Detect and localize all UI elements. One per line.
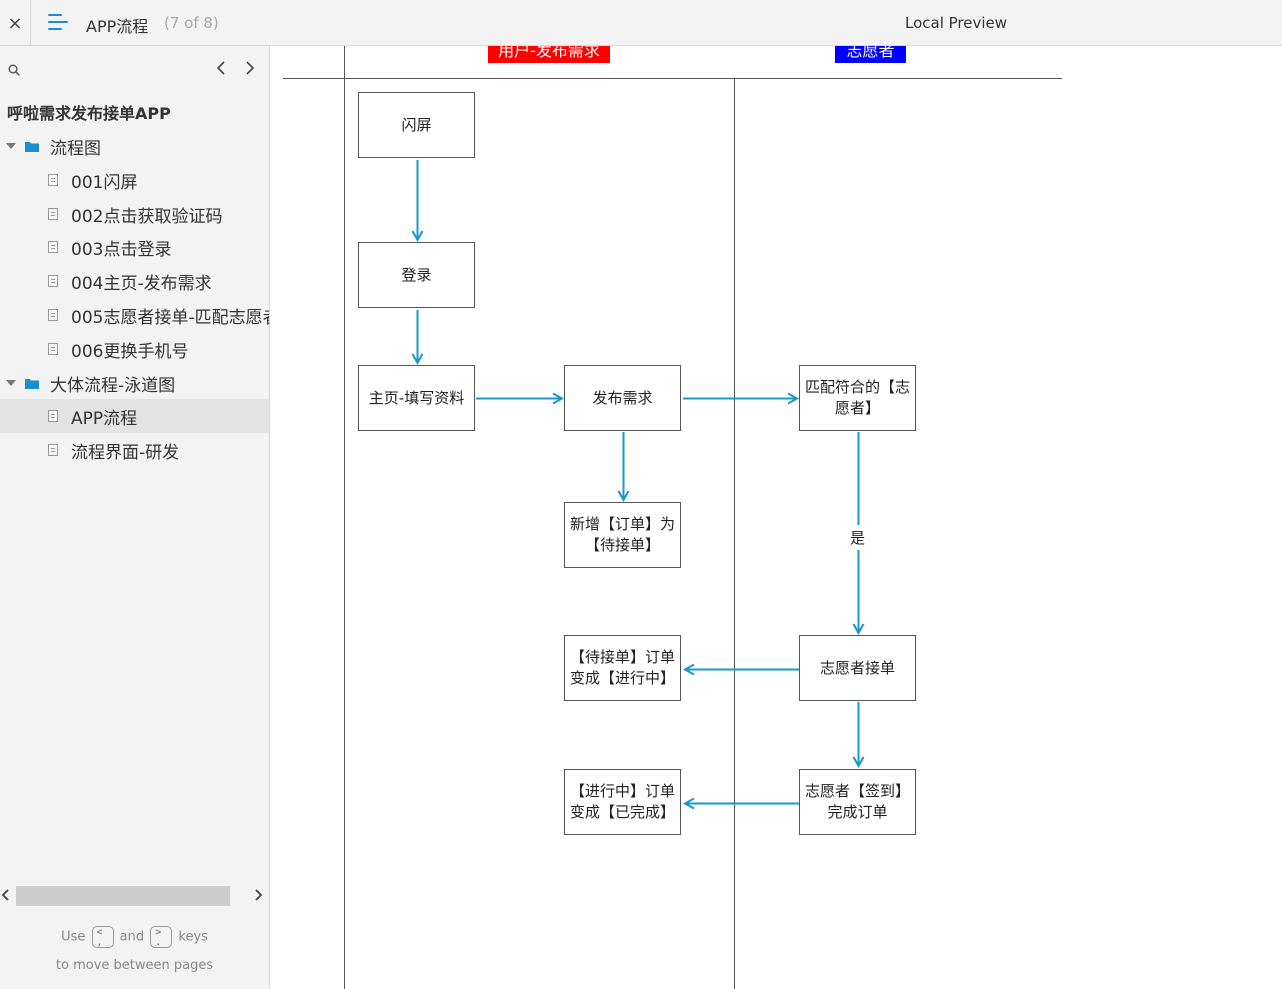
node-completed[interactable]: 【进行中】订单 变成【已完成】 [564, 769, 681, 835]
previous-page-button[interactable] [213, 58, 229, 78]
next-key-icon: >. [150, 926, 173, 948]
scroll-right-button[interactable] [255, 886, 263, 905]
node-accept[interactable]: 志愿者接单 [799, 635, 916, 701]
tree-label: 002点击获取验证码 [71, 206, 223, 227]
next-page-button[interactable] [242, 58, 258, 78]
folder-icon [25, 378, 39, 389]
page-icon [48, 241, 58, 253]
search-icon[interactable] [8, 64, 20, 76]
tree-page-005[interactable]: 005志愿者接单-匹配志愿者 [0, 298, 269, 332]
hint-use: Use [61, 929, 86, 945]
folder-icon [25, 141, 39, 152]
page-icon [48, 444, 58, 456]
tree-label: 流程界面-研发 [71, 442, 180, 463]
next-key-label: > [155, 927, 162, 938]
tree-label: 005志愿者接单-匹配志愿者 [71, 307, 270, 328]
node-in-progress[interactable]: 【待接单】订单 变成【进行中】 [564, 635, 681, 701]
tree-page-flow-ui[interactable]: 流程界面-研发 [0, 433, 269, 467]
lane-label-volunteer: 志愿者 [835, 46, 906, 63]
scrollbar-thumb[interactable] [16, 886, 230, 906]
prev-key-icon: <, [91, 926, 114, 948]
tree-page-app-flow[interactable]: APP流程 [0, 399, 269, 433]
page-icon [48, 275, 58, 287]
scroll-left-button[interactable] [1, 886, 9, 905]
caret-down-icon[interactable] [6, 380, 16, 386]
top-bar: × APP流程 (7 of 8) Local Preview [0, 0, 1282, 46]
page-count: (7 of 8) [164, 14, 219, 32]
close-icon[interactable]: × [0, 0, 31, 46]
tree-page-002[interactable]: 002点击获取验证码 [0, 197, 269, 231]
edge-label-yes: 是 [850, 525, 866, 550]
page-title: APP流程 [86, 17, 149, 36]
chevron-right-icon [246, 61, 255, 75]
page-icon [48, 208, 58, 220]
tree-page-004[interactable]: 004主页-发布需求 [0, 264, 269, 298]
diagram-connectors [283, 46, 1062, 989]
preview-label: Local Preview [905, 14, 1008, 32]
tree-label: 003点击登录 [71, 239, 172, 260]
node-home[interactable]: 主页-填写资料 [358, 365, 475, 431]
tree-label: 001闪屏 [71, 172, 138, 193]
hint-line2: to move between pages [55, 958, 214, 973]
keyboard-hint: Use <, and >. keys [0, 926, 269, 948]
chevron-left-icon [1, 889, 9, 901]
sidebar: 呼啦需求发布接单APP 流程图 001闪屏 002点击获取验证码 003点击登录… [0, 46, 270, 989]
hint-and: and [119, 929, 145, 945]
tree-label: 流程图 [50, 138, 101, 159]
caret-down-icon[interactable] [6, 143, 16, 149]
node-match[interactable]: 匹配符合的【志 愿者】 [799, 365, 916, 431]
page-icon [48, 309, 58, 321]
page-icon [48, 410, 58, 422]
page-icon [48, 174, 58, 186]
menu-icon[interactable] [48, 14, 70, 32]
next-key-sublabel: . [155, 937, 162, 948]
tree-label: 大体流程-泳道图 [50, 375, 176, 396]
node-sign-in[interactable]: 志愿者【签到】 完成订单 [799, 769, 916, 835]
tree-label: APP流程 [71, 408, 138, 429]
chevron-right-icon [255, 889, 263, 901]
lane-label-user: 用户-发布需求 [488, 46, 610, 63]
prev-key-sublabel: , [96, 937, 103, 948]
tree-folder-flowcharts[interactable]: 流程图 [0, 129, 269, 163]
project-title: 呼啦需求发布接单APP [7, 104, 171, 123]
prev-key-label: < [96, 927, 103, 938]
tree-page-003[interactable]: 003点击登录 [0, 230, 269, 264]
tree-label: 004主页-发布需求 [71, 273, 212, 294]
tree-page-006[interactable]: 006更换手机号 [0, 332, 269, 366]
tree-folder-swimlane[interactable]: 大体流程-泳道图 [0, 366, 269, 400]
tree-label: 006更换手机号 [71, 341, 189, 362]
node-login[interactable]: 登录 [358, 242, 475, 308]
hint-keys: keys [178, 929, 208, 945]
node-publish[interactable]: 发布需求 [564, 365, 681, 431]
tree-page-001[interactable]: 001闪屏 [0, 163, 269, 197]
diagram-canvas: 用户-发布需求 志愿者 闪屏 登录 主页-填写资料 发布需求 匹配符合的【志 愿… [270, 46, 1282, 989]
node-new-order[interactable]: 新增【订单】为 【待接单】 [564, 502, 681, 568]
page-icon [48, 343, 58, 355]
node-splash[interactable]: 闪屏 [358, 92, 475, 158]
chevron-left-icon [216, 61, 225, 75]
